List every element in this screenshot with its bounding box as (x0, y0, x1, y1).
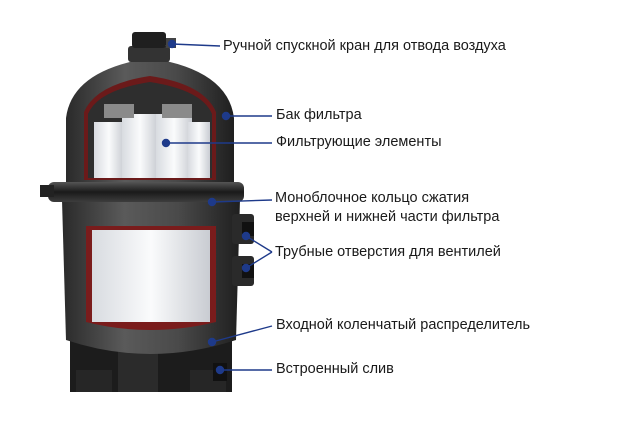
lower-tank-body (62, 200, 240, 354)
leader-lines (161, 39, 273, 375)
label-filter-tank: Бак фильтра (276, 107, 362, 123)
label-clamp-ring-line1: Моноблочное кольцо сжатия (275, 190, 470, 206)
filter-base (70, 338, 232, 392)
label-clamp-ring-line2: верхней и нижней части фильтра (275, 209, 500, 225)
label-filter-elements: Фильтрующие элементы (276, 134, 442, 150)
label-pipe-ports: Трубные отверстия для вентилей (275, 244, 501, 260)
label-inlet-manifold: Входной коленчатый распределитель (276, 317, 530, 333)
label-air-relief-valve: Ручной спускной кран для отвода воздуха (223, 38, 506, 54)
filter-elements (94, 104, 210, 178)
air-relief-valve (128, 32, 176, 62)
lower-filter-media (92, 230, 210, 322)
label-built-in-drain: Встроенный слив (276, 361, 394, 377)
clamp-ring (40, 182, 244, 202)
